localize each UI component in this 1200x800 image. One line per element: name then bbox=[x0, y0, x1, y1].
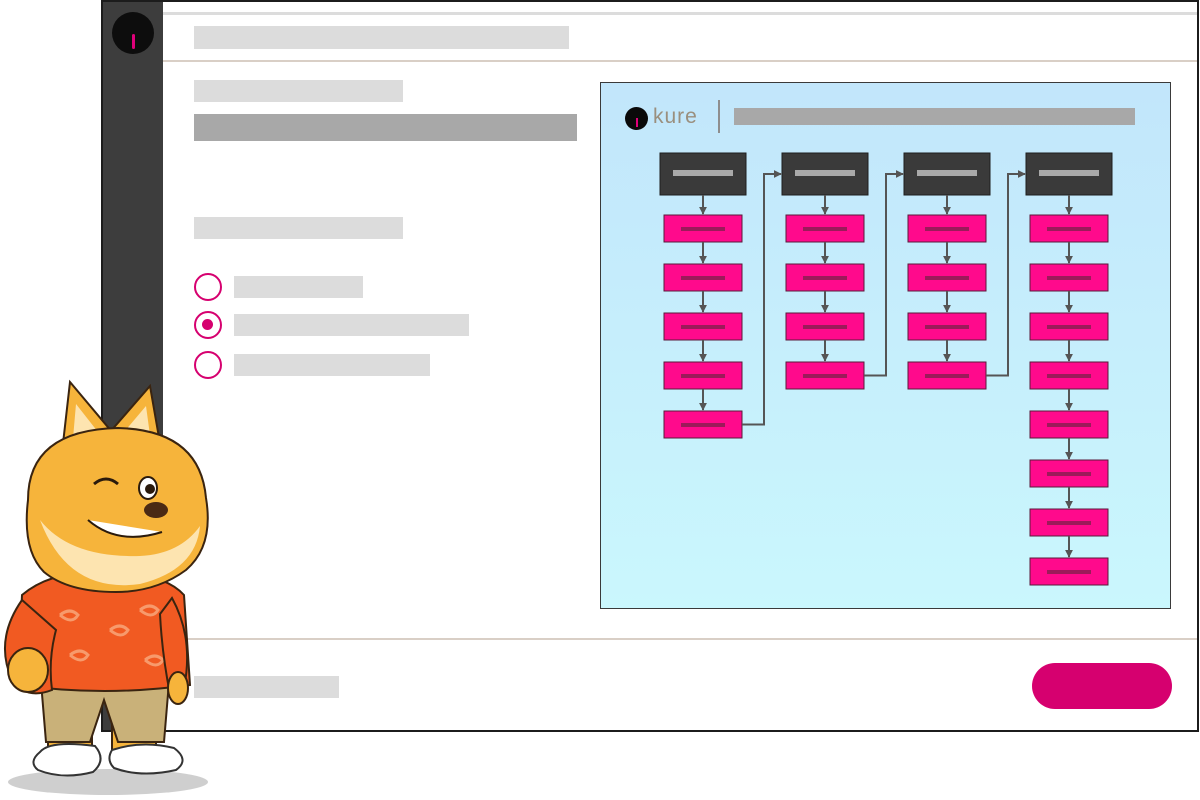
column-2-step-3-bar bbox=[803, 325, 847, 329]
column-3-header-bar bbox=[917, 170, 977, 176]
column-1-connector bbox=[742, 170, 782, 426]
workflow-flow bbox=[659, 152, 1113, 586]
column-4-step-8-bar bbox=[1047, 570, 1091, 574]
section-label-placeholder bbox=[194, 80, 403, 102]
column-3-step-2-bar bbox=[925, 276, 969, 280]
diagram-title-placeholder bbox=[734, 108, 1135, 125]
column-4-step-7-bar bbox=[1047, 521, 1091, 525]
radio-option-3-label bbox=[234, 354, 430, 376]
column-4-step-5-bar bbox=[1047, 423, 1091, 427]
column-4-step-4-bar bbox=[1047, 374, 1091, 378]
app-logo-icon[interactable] bbox=[112, 12, 154, 54]
brand-gauge-icon bbox=[625, 107, 648, 130]
column-4-step-8 bbox=[1029, 557, 1109, 586]
app-window: kure bbox=[101, 0, 1199, 732]
radio-option-1[interactable] bbox=[194, 273, 222, 301]
column-1-header-bar bbox=[673, 170, 733, 176]
question-text-placeholder bbox=[194, 114, 577, 141]
column-3-step-3-bar bbox=[925, 325, 969, 329]
page-title-placeholder bbox=[194, 26, 569, 49]
column-1-step-5-bar bbox=[681, 423, 725, 427]
radio-option-3[interactable] bbox=[194, 351, 222, 379]
radio-option-1-label bbox=[234, 276, 363, 298]
radio-option-2[interactable] bbox=[194, 311, 222, 339]
column-3-connector bbox=[986, 170, 1026, 377]
header-divider bbox=[163, 60, 1197, 62]
column-1-step-1-bar bbox=[681, 227, 725, 231]
column-3-step-4-bar bbox=[925, 374, 969, 378]
column-1-step-3-bar bbox=[681, 325, 725, 329]
fox-mascot-icon bbox=[3, 379, 209, 795]
continue-button[interactable] bbox=[1032, 663, 1172, 709]
options-label-placeholder bbox=[194, 217, 403, 239]
column-1-step-2-bar bbox=[681, 276, 725, 280]
column-3-step-1-bar bbox=[925, 227, 969, 231]
column-4-step-1-bar bbox=[1047, 227, 1091, 231]
column-4-header-bar bbox=[1039, 170, 1099, 176]
brand-name: kure bbox=[653, 105, 698, 128]
logo-needle bbox=[132, 34, 135, 49]
topbar-accent-line bbox=[163, 12, 1197, 15]
footer-divider bbox=[163, 638, 1197, 640]
column-2-step-4-bar bbox=[803, 374, 847, 378]
column-1-step-4-bar bbox=[681, 374, 725, 378]
brand-gauge-needle bbox=[636, 118, 638, 127]
column-2-header-bar bbox=[795, 170, 855, 176]
radio-option-2-label bbox=[234, 314, 469, 336]
workflow-diagram-panel: kure bbox=[600, 82, 1171, 609]
footer-link-placeholder[interactable] bbox=[194, 676, 339, 698]
brand-logo: kure bbox=[625, 105, 735, 133]
column-4-step-2-bar bbox=[1047, 276, 1091, 280]
column-4-step-6-bar bbox=[1047, 472, 1091, 476]
column-4-step-3-bar bbox=[1047, 325, 1091, 329]
column-2-step-2-bar bbox=[803, 276, 847, 280]
column-2-step-1-bar bbox=[803, 227, 847, 231]
brand-divider bbox=[718, 100, 720, 133]
column-2-connector bbox=[864, 170, 904, 377]
